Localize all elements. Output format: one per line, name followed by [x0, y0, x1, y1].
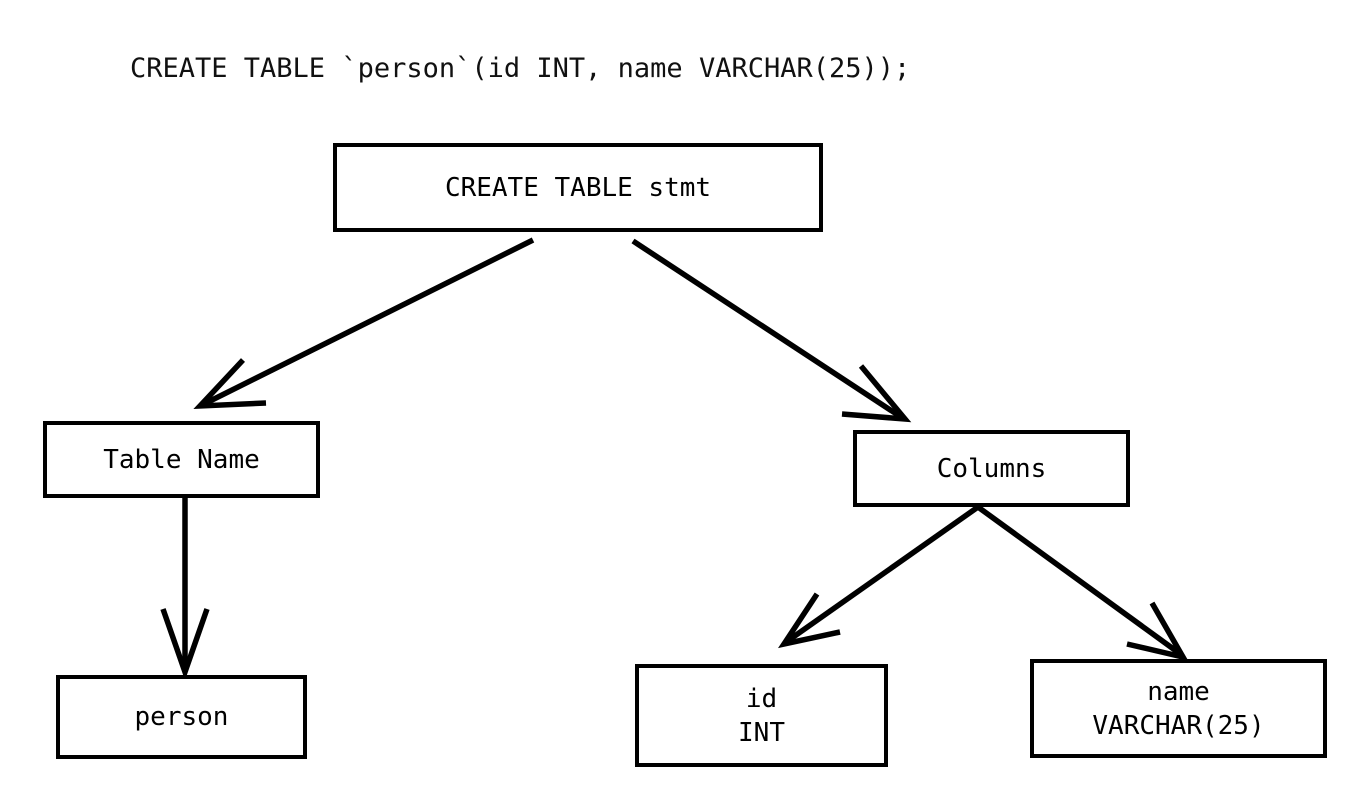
node-column-name[interactable]: name VARCHAR(25) [1030, 659, 1327, 758]
node-create-table-stmt[interactable]: CREATE TABLE stmt [333, 143, 823, 232]
node-column-id-type: INT [738, 717, 785, 748]
edge-root-to-columns [631, 238, 912, 423]
edge-columns-to-col-id [778, 504, 980, 649]
edge-root-to-table-name [193, 237, 535, 410]
node-table-name-line-1: Table Name [103, 444, 260, 475]
edge-columns-to-col-name [976, 504, 1189, 662]
node-person-line-1: person [134, 702, 229, 732]
node-columns[interactable]: Columns [853, 430, 1130, 507]
node-columns-line-1: Columns [936, 453, 1047, 484]
node-column-name-name: name [1147, 676, 1210, 707]
sql-statement-caption: CREATE TABLE `person`(id INT, name VARCH… [130, 53, 911, 84]
node-column-id-name: id [745, 683, 778, 714]
node-column-name-type: VARCHAR(25) [1092, 710, 1265, 741]
edge-table-name-to-person [160, 498, 210, 681]
node-table-name[interactable]: Table Name [43, 421, 320, 498]
node-root-line-1: CREATE TABLE stmt [444, 172, 712, 203]
node-column-id[interactable]: id INT [635, 664, 888, 767]
node-person[interactable]: person [56, 675, 307, 759]
